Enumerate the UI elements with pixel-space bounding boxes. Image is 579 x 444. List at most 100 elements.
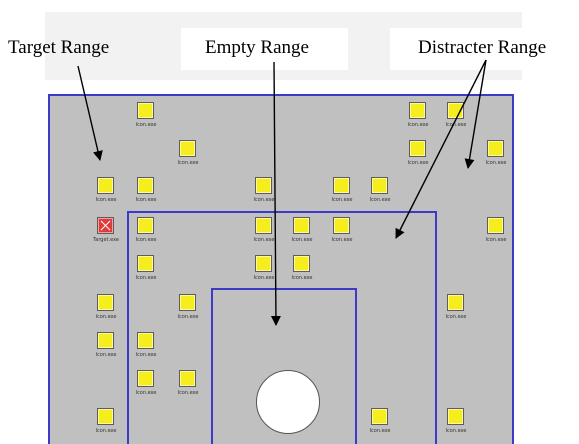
distracter-icon[interactable]: Icon.exe [436, 102, 476, 134]
icon-caption: Icon.exe [253, 197, 275, 203]
icon-caption: Icon.exe [135, 352, 157, 358]
icon-caption: Icon.exe [253, 275, 275, 281]
icon-caption: Icon.exe [177, 314, 199, 320]
icon-caption: Icon.exe [331, 197, 353, 203]
icon-caption: Icon.exe [95, 314, 117, 320]
app-square-icon [293, 255, 310, 272]
icon-caption: Icon.exe [485, 237, 507, 243]
distracter-icon[interactable]: Icon.exe [126, 102, 166, 134]
app-square-icon [333, 177, 350, 194]
distracter-icon[interactable]: Icon.exe [398, 102, 438, 134]
icon-caption: Icon.exe [135, 275, 157, 281]
arrow-distracter-lower [395, 59, 487, 239]
icon-caption: Icon.exe [135, 197, 157, 203]
app-square-icon [137, 102, 154, 119]
distracter-icon[interactable]: Icon.exe [126, 255, 166, 287]
distracter-icon[interactable]: Icon.exe [436, 294, 476, 326]
app-square-icon [137, 332, 154, 349]
app-square-icon [487, 140, 504, 157]
distracter-icon[interactable]: Icon.exe [86, 294, 126, 326]
distracter-icon[interactable]: Icon.exe [168, 370, 208, 402]
app-square-icon [409, 102, 426, 119]
distracter-icon[interactable]: Icon.exe [398, 140, 438, 172]
icon-caption: Icon.exe [369, 197, 391, 203]
icon-caption: Icon.exe [135, 122, 157, 128]
icon-caption: Icon.exe [135, 237, 157, 243]
app-square-icon [447, 102, 464, 119]
app-square-icon [137, 217, 154, 234]
icon-caption: Icon.exe [369, 428, 391, 434]
icon-caption: Icon.exe [407, 122, 429, 128]
icon-caption: Icon.exe [95, 352, 117, 358]
icon-caption: Icon.exe [445, 314, 467, 320]
app-square-icon [447, 408, 464, 425]
app-square-icon [137, 177, 154, 194]
distracter-icon[interactable]: Icon.exe [86, 177, 126, 209]
distracter-icon[interactable]: Icon.exe [282, 255, 322, 287]
icon-caption: Icon.exe [445, 122, 467, 128]
distracter-icon[interactable]: Icon.exe [282, 217, 322, 249]
icon-caption: Icon.exe [445, 428, 467, 434]
distracter-icon[interactable]: Icon.exe [244, 177, 284, 209]
distracter-icon[interactable]: Icon.exe [244, 217, 284, 249]
distracter-icon[interactable]: Icon.exe [360, 177, 400, 209]
app-square-icon [255, 177, 272, 194]
app-square-icon [255, 255, 272, 272]
app-square-icon [179, 370, 196, 387]
distracter-icon[interactable]: Icon.exe [126, 217, 166, 249]
distracter-icon[interactable]: Icon.exe [86, 332, 126, 364]
label-distracter-range: Distracter Range [418, 37, 547, 58]
distracter-icon[interactable]: Icon.exe [86, 408, 126, 440]
app-square-icon [333, 217, 350, 234]
app-square-icon [97, 177, 114, 194]
icon-caption: Icon.exe [407, 160, 429, 166]
distracter-icon[interactable]: Icon.exe [168, 294, 208, 326]
distracter-range-boundary [127, 211, 437, 444]
icon-caption: Icon.exe [485, 160, 507, 166]
app-square-icon [179, 140, 196, 157]
icon-caption: Icon.exe [331, 237, 353, 243]
icon-caption: Target.exe [93, 237, 119, 243]
icon-caption: Icon.exe [291, 237, 313, 243]
app-square-icon [487, 217, 504, 234]
distracter-icon[interactable]: Icon.exe [476, 140, 516, 172]
app-square-icon [371, 408, 388, 425]
distracter-icon[interactable]: Icon.exe [244, 255, 284, 287]
distracter-icon[interactable]: Icon.exe [322, 177, 362, 209]
app-square-icon [409, 140, 426, 157]
icon-caption: Icon.exe [253, 237, 275, 243]
arrow-empty-range [270, 61, 281, 326]
distracter-icon[interactable]: Icon.exe [126, 332, 166, 364]
label-target-range: Target Range [8, 37, 110, 58]
label-box-empty [181, 28, 348, 70]
distracter-icon[interactable]: Icon.exe [436, 408, 476, 440]
app-square-icon [137, 370, 154, 387]
app-square-icon [137, 255, 154, 272]
distracter-icon[interactable]: Icon.exe [360, 408, 400, 440]
distracter-icon[interactable]: Icon.exe [168, 140, 208, 172]
app-square-icon [371, 177, 388, 194]
app-square-icon [179, 294, 196, 311]
icon-caption: Icon.exe [177, 160, 199, 166]
icon-caption: Icon.exe [135, 390, 157, 396]
distracter-icon[interactable]: Icon.exe [126, 177, 166, 209]
app-square-icon [97, 294, 114, 311]
icon-caption: Icon.exe [95, 428, 117, 434]
label-empty-range: Empty Range [205, 37, 309, 58]
target-square-icon [97, 217, 114, 234]
target-icon[interactable]: Target.exe [86, 217, 126, 249]
empty-range-boundary [211, 288, 357, 444]
label-box-distracter [390, 28, 522, 70]
icon-caption: Icon.exe [177, 390, 199, 396]
app-square-icon [255, 217, 272, 234]
app-square-icon [293, 217, 310, 234]
start-circle [256, 370, 320, 434]
distracter-icon[interactable]: Icon.exe [476, 217, 516, 249]
app-square-icon [97, 332, 114, 349]
arrow-distracter-upper [464, 59, 487, 169]
icon-caption: Icon.exe [291, 275, 313, 281]
distracter-icon[interactable]: Icon.exe [126, 370, 166, 402]
app-square-icon [447, 294, 464, 311]
distracter-icon[interactable]: Icon.exe [322, 217, 362, 249]
